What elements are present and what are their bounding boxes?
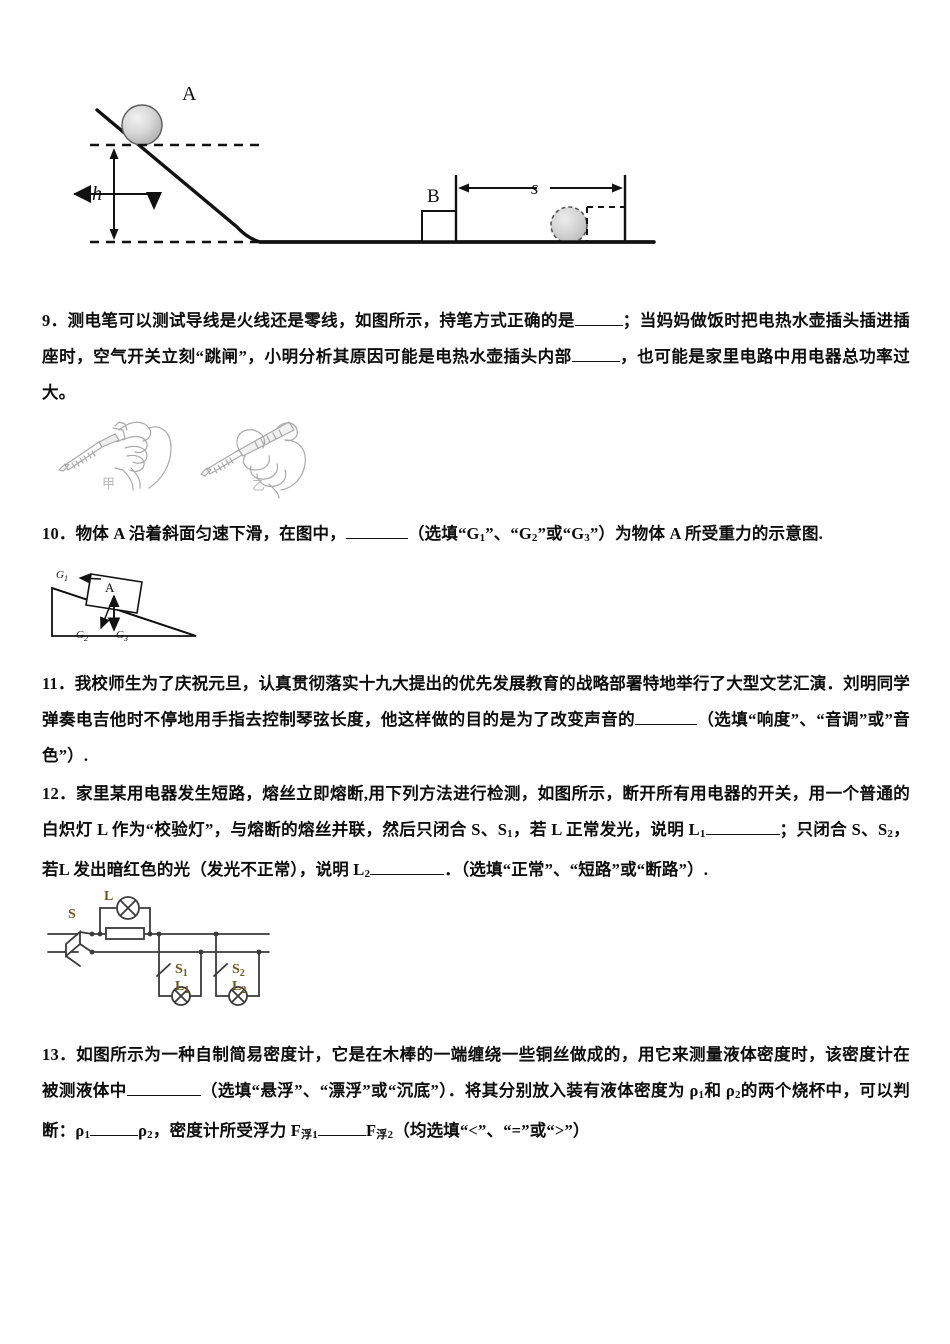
vector-g3-label: G3 bbox=[116, 629, 128, 643]
test-pen-right-sketch bbox=[200, 421, 306, 499]
q12-sub-3: 2 bbox=[887, 828, 894, 840]
q10-sub-3: 3 bbox=[584, 532, 590, 544]
q12-segment-6: L 发出暗红色的光（发光不正常），说明 L bbox=[58, 860, 365, 879]
q13-segment-4: 和 ρ bbox=[704, 1081, 735, 1100]
question-10-text: 10．物体 A 沿着斜面匀速下滑，在图中， （选填“G1”、“G2”或“G3”）为… bbox=[42, 516, 910, 556]
q11-segment-3: （选填“响度”、“音调” bbox=[697, 710, 868, 729]
circuit-switch-s-label: S bbox=[68, 907, 76, 922]
ball-a-shape bbox=[121, 104, 163, 146]
incline-figure-svg: A G1 G2 G3 bbox=[51, 569, 197, 643]
q9-segment-4: ，也可能是家里电路中用电器总功率 bbox=[619, 347, 894, 366]
q13-sub-1: 1 bbox=[698, 1089, 705, 1101]
q13-sub-5: 浮1 bbox=[301, 1129, 318, 1141]
ramp-figure-svg: A h B s bbox=[73, 83, 656, 244]
q12-segment-7: ．（选填“正常”、“短路”或“断路”）. bbox=[444, 860, 709, 879]
question-13-text: 13．如图所示为一种自制简易密度计，它是在木棒的一端缠绕一些铜丝做成的，用它来测… bbox=[42, 1037, 910, 1153]
q12-blank-1[interactable] bbox=[705, 834, 780, 835]
incline-block-label: A bbox=[105, 580, 115, 595]
q12-sub-2: 1 bbox=[699, 828, 706, 840]
circuit-junction-dots bbox=[89, 931, 262, 955]
q12-sub-4: 2 bbox=[364, 868, 371, 880]
q13-segment-5: 的两个烧杯中， bbox=[740, 1081, 860, 1100]
q13-segment-8: ，密度计所受浮力 F bbox=[152, 1121, 302, 1140]
q9-blank-2[interactable] bbox=[571, 361, 620, 362]
q11-blank-1[interactable] bbox=[635, 724, 698, 725]
q10-segment-5: ”）为物体 A 所受重力的示意图. bbox=[589, 524, 823, 543]
ball-a-label: A bbox=[182, 83, 197, 105]
q12-segment-4: ；只闭合 S、S bbox=[779, 820, 888, 839]
q9-blank-1[interactable] bbox=[574, 325, 623, 326]
q9-segment-5: 过大。 bbox=[42, 347, 910, 402]
circuit-lamp-l2-label: L2 bbox=[232, 979, 246, 996]
block-b-label: B bbox=[427, 186, 440, 207]
q9-segment-2: ；当妈妈做饭时把电热水壶插头插进插 bbox=[622, 311, 910, 330]
distance-label-s: s bbox=[531, 178, 538, 199]
q13-blank-3[interactable] bbox=[318, 1135, 366, 1136]
q13-sub-3: 1 bbox=[84, 1129, 91, 1141]
q10-segment-3: ”、“G bbox=[485, 524, 532, 543]
block-a-shape bbox=[85, 573, 143, 614]
q13-sub-2: 2 bbox=[734, 1089, 741, 1101]
q12-blank-2[interactable] bbox=[370, 874, 445, 875]
question-9-text: 9．测电笔可以测试导线是火线还是零线，如图所示，持笔方式正确的是 ；当妈妈做饭时把… bbox=[42, 303, 910, 411]
circuit-lamp-l-label: L bbox=[104, 889, 113, 904]
block-b-shape bbox=[421, 210, 457, 243]
q13-segment-3: （选填“悬浮”、“漂浮”或“沉底”）．将其分别放入装有液体密度为 ρ bbox=[200, 1081, 699, 1100]
q10-sub-2: 2 bbox=[531, 532, 538, 544]
q12-sub-1: 1 bbox=[507, 828, 513, 840]
q12-segment-2: 白炽灯 L 作为“校验灯”，与熔断的熔丝并联，然后只闭合 S、S bbox=[42, 820, 508, 839]
figure-fuse-test-circuit: S L S1 L1 S2 L2 bbox=[44, 884, 344, 1014]
test-pen-right-label: 乙 bbox=[252, 478, 265, 493]
figure-ramp-ball-block: A h B s bbox=[42, 70, 722, 280]
q12-segment-3: ，若 L 正常发光，说明 L bbox=[512, 820, 700, 839]
block-final-position-shape bbox=[586, 206, 625, 243]
ball-final-position-shape bbox=[550, 206, 588, 244]
height-label-h: h bbox=[92, 183, 102, 205]
q13-blank-2[interactable] bbox=[90, 1135, 139, 1136]
q13-segment-7: ρ bbox=[138, 1121, 148, 1140]
figure-incline-vectors: A G1 G2 G3 bbox=[44, 556, 244, 648]
circuit-lamp-l1-label: L1 bbox=[175, 979, 189, 996]
q13-blank-1[interactable] bbox=[126, 1095, 201, 1096]
q9-segment-3: 座时，空气开关立刻“跳闸”，小明分析其原因可能是电热水壶插头内部 bbox=[42, 347, 572, 366]
q10-segment-2: （选填“G bbox=[407, 524, 480, 543]
q10-segment-1: 10．物体 A 沿着斜面匀速下滑，在图中， bbox=[42, 524, 346, 543]
q13-segment-2: 被测液体中 bbox=[42, 1081, 127, 1100]
q13-sub-6: 浮2 bbox=[376, 1129, 394, 1141]
q13-sub-4: 2 bbox=[147, 1129, 153, 1141]
q13-segment-9: F bbox=[366, 1121, 377, 1140]
q11-segment-4: 或”音色”）. bbox=[42, 710, 911, 765]
q12-segment-5: ，若 bbox=[42, 820, 910, 879]
q10-segment-4: ”或“G bbox=[537, 524, 585, 543]
vector-g2-label: G2 bbox=[76, 629, 88, 643]
question-12-text: 12．家里某用电器发生短路，熔丝立即熔断,用下列方法进行检测，如图所示，断开所有… bbox=[42, 776, 910, 892]
vector-g1-label: G1 bbox=[56, 569, 68, 583]
circuit-figure-svg: S L S1 L1 S2 L2 bbox=[47, 889, 270, 1006]
figure-test-pen-hands: 甲 bbox=[45, 408, 355, 503]
test-pen-figure-svg: 甲 bbox=[58, 421, 306, 499]
q11-segment-2: 学弹奏电吉他时不停地用手指去控制琴弦长度，他这样做的目的是为了改变声音的 bbox=[42, 674, 910, 729]
q10-sub-1: 1 bbox=[479, 532, 486, 544]
q13-segment-10: （均选填“<”、“=”或“>”） bbox=[393, 1121, 590, 1140]
q9-segment-1: 9．测电笔可以测试导线是火线还是零线，如图所示，持笔方式正确的是 bbox=[42, 311, 575, 330]
q13-segment-1: 13．如图所示为一种自制简易密度计，它是在木棒的一端缠绕一些铜丝做成的，用它来测… bbox=[42, 1045, 910, 1064]
question-11-text: 11．我校师生为了庆祝元旦，认真贯彻落实十九大提出的优先发展教育的战略部署特地举… bbox=[42, 666, 910, 774]
circuit-switch-s1-label: S1 bbox=[175, 962, 188, 979]
circuit-switch-s2-label: S2 bbox=[232, 962, 245, 979]
q13-segment-6: 可以判断：ρ bbox=[42, 1081, 910, 1140]
test-pen-left-sketch bbox=[58, 421, 172, 491]
q10-blank-1[interactable] bbox=[345, 538, 408, 539]
q12-segment-1: 12．家里某用电器发生短路，熔丝立即熔断,用下列方法进行检测，如图所示，断开所有… bbox=[42, 784, 910, 803]
test-pen-left-label: 甲 bbox=[102, 476, 115, 491]
q11-segment-1: 11．我校师生为了庆祝元旦，认真贯彻落实十九大提出的优先发展教育的战略部署特地举… bbox=[42, 674, 894, 693]
